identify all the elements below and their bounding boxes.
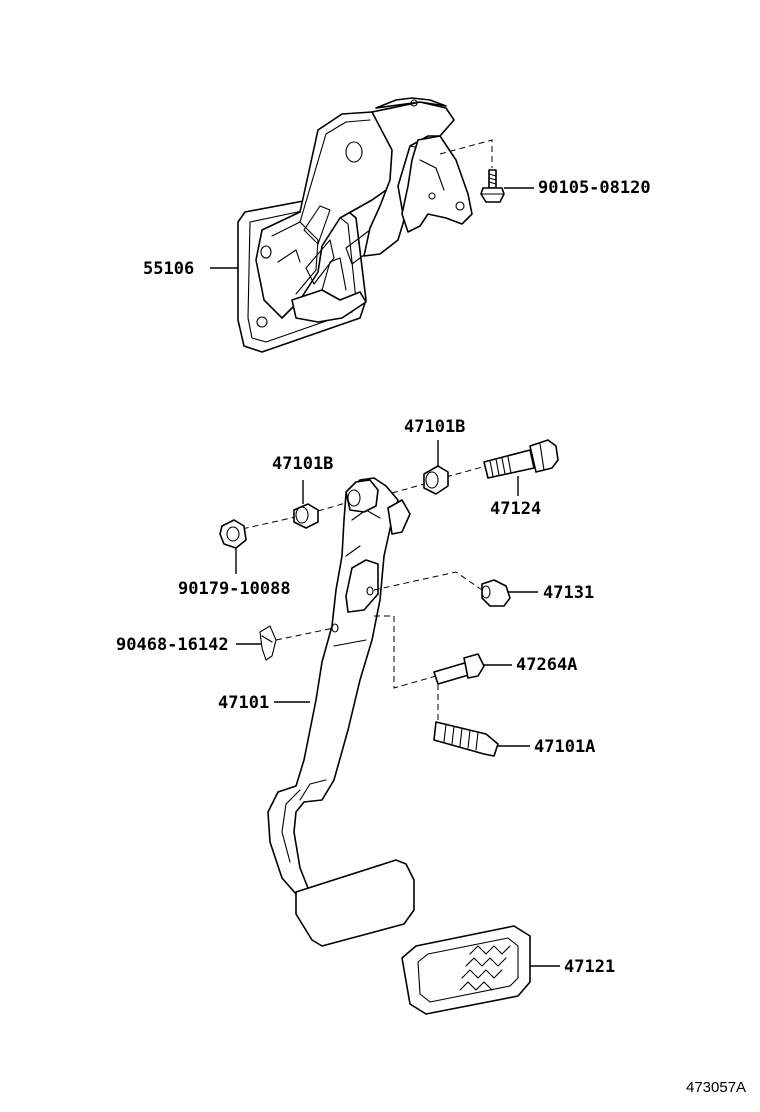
bushing-lower-drawing — [293, 503, 319, 529]
stopper-47131-drawing — [481, 579, 511, 607]
part-label-90468-16142: 90468-16142 — [116, 635, 229, 655]
part-label-55106: 55106 — [143, 259, 194, 279]
pedal-pad-base-drawing — [295, 859, 415, 947]
part-label-47264A: 47264A — [516, 655, 577, 675]
part-label-90105-08120: 90105-08120 — [538, 178, 651, 198]
pin-47264A-drawing — [433, 653, 485, 685]
spring-47101A-drawing — [433, 721, 499, 757]
part-label-47101B-upper: 47101B — [404, 417, 465, 437]
pedal-pad-47121-drawing — [401, 925, 531, 1015]
part-label-47131: 47131 — [543, 583, 594, 603]
part-label-47101B-lower: 47101B — [272, 454, 333, 474]
part-label-47121: 47121 — [564, 957, 615, 977]
pedal-arm-drawing — [267, 477, 411, 895]
part-label-90179-10088: 90179-10088 — [178, 579, 291, 599]
flange-bolt-90105-drawing — [480, 169, 505, 203]
pedal-bracket-drawing — [237, 97, 493, 353]
part-label-47101A: 47101A — [534, 737, 595, 757]
part-label-47101: 47101 — [218, 693, 269, 713]
part-label-47124: 47124 — [490, 499, 541, 519]
pivot-bolt-47124-drawing — [483, 439, 559, 479]
clip-90468-drawing — [259, 625, 277, 661]
diagram-code: 473057A — [686, 1079, 746, 1096]
bushing-upper-drawing — [423, 465, 449, 495]
nut-90179-drawing — [219, 519, 247, 549]
